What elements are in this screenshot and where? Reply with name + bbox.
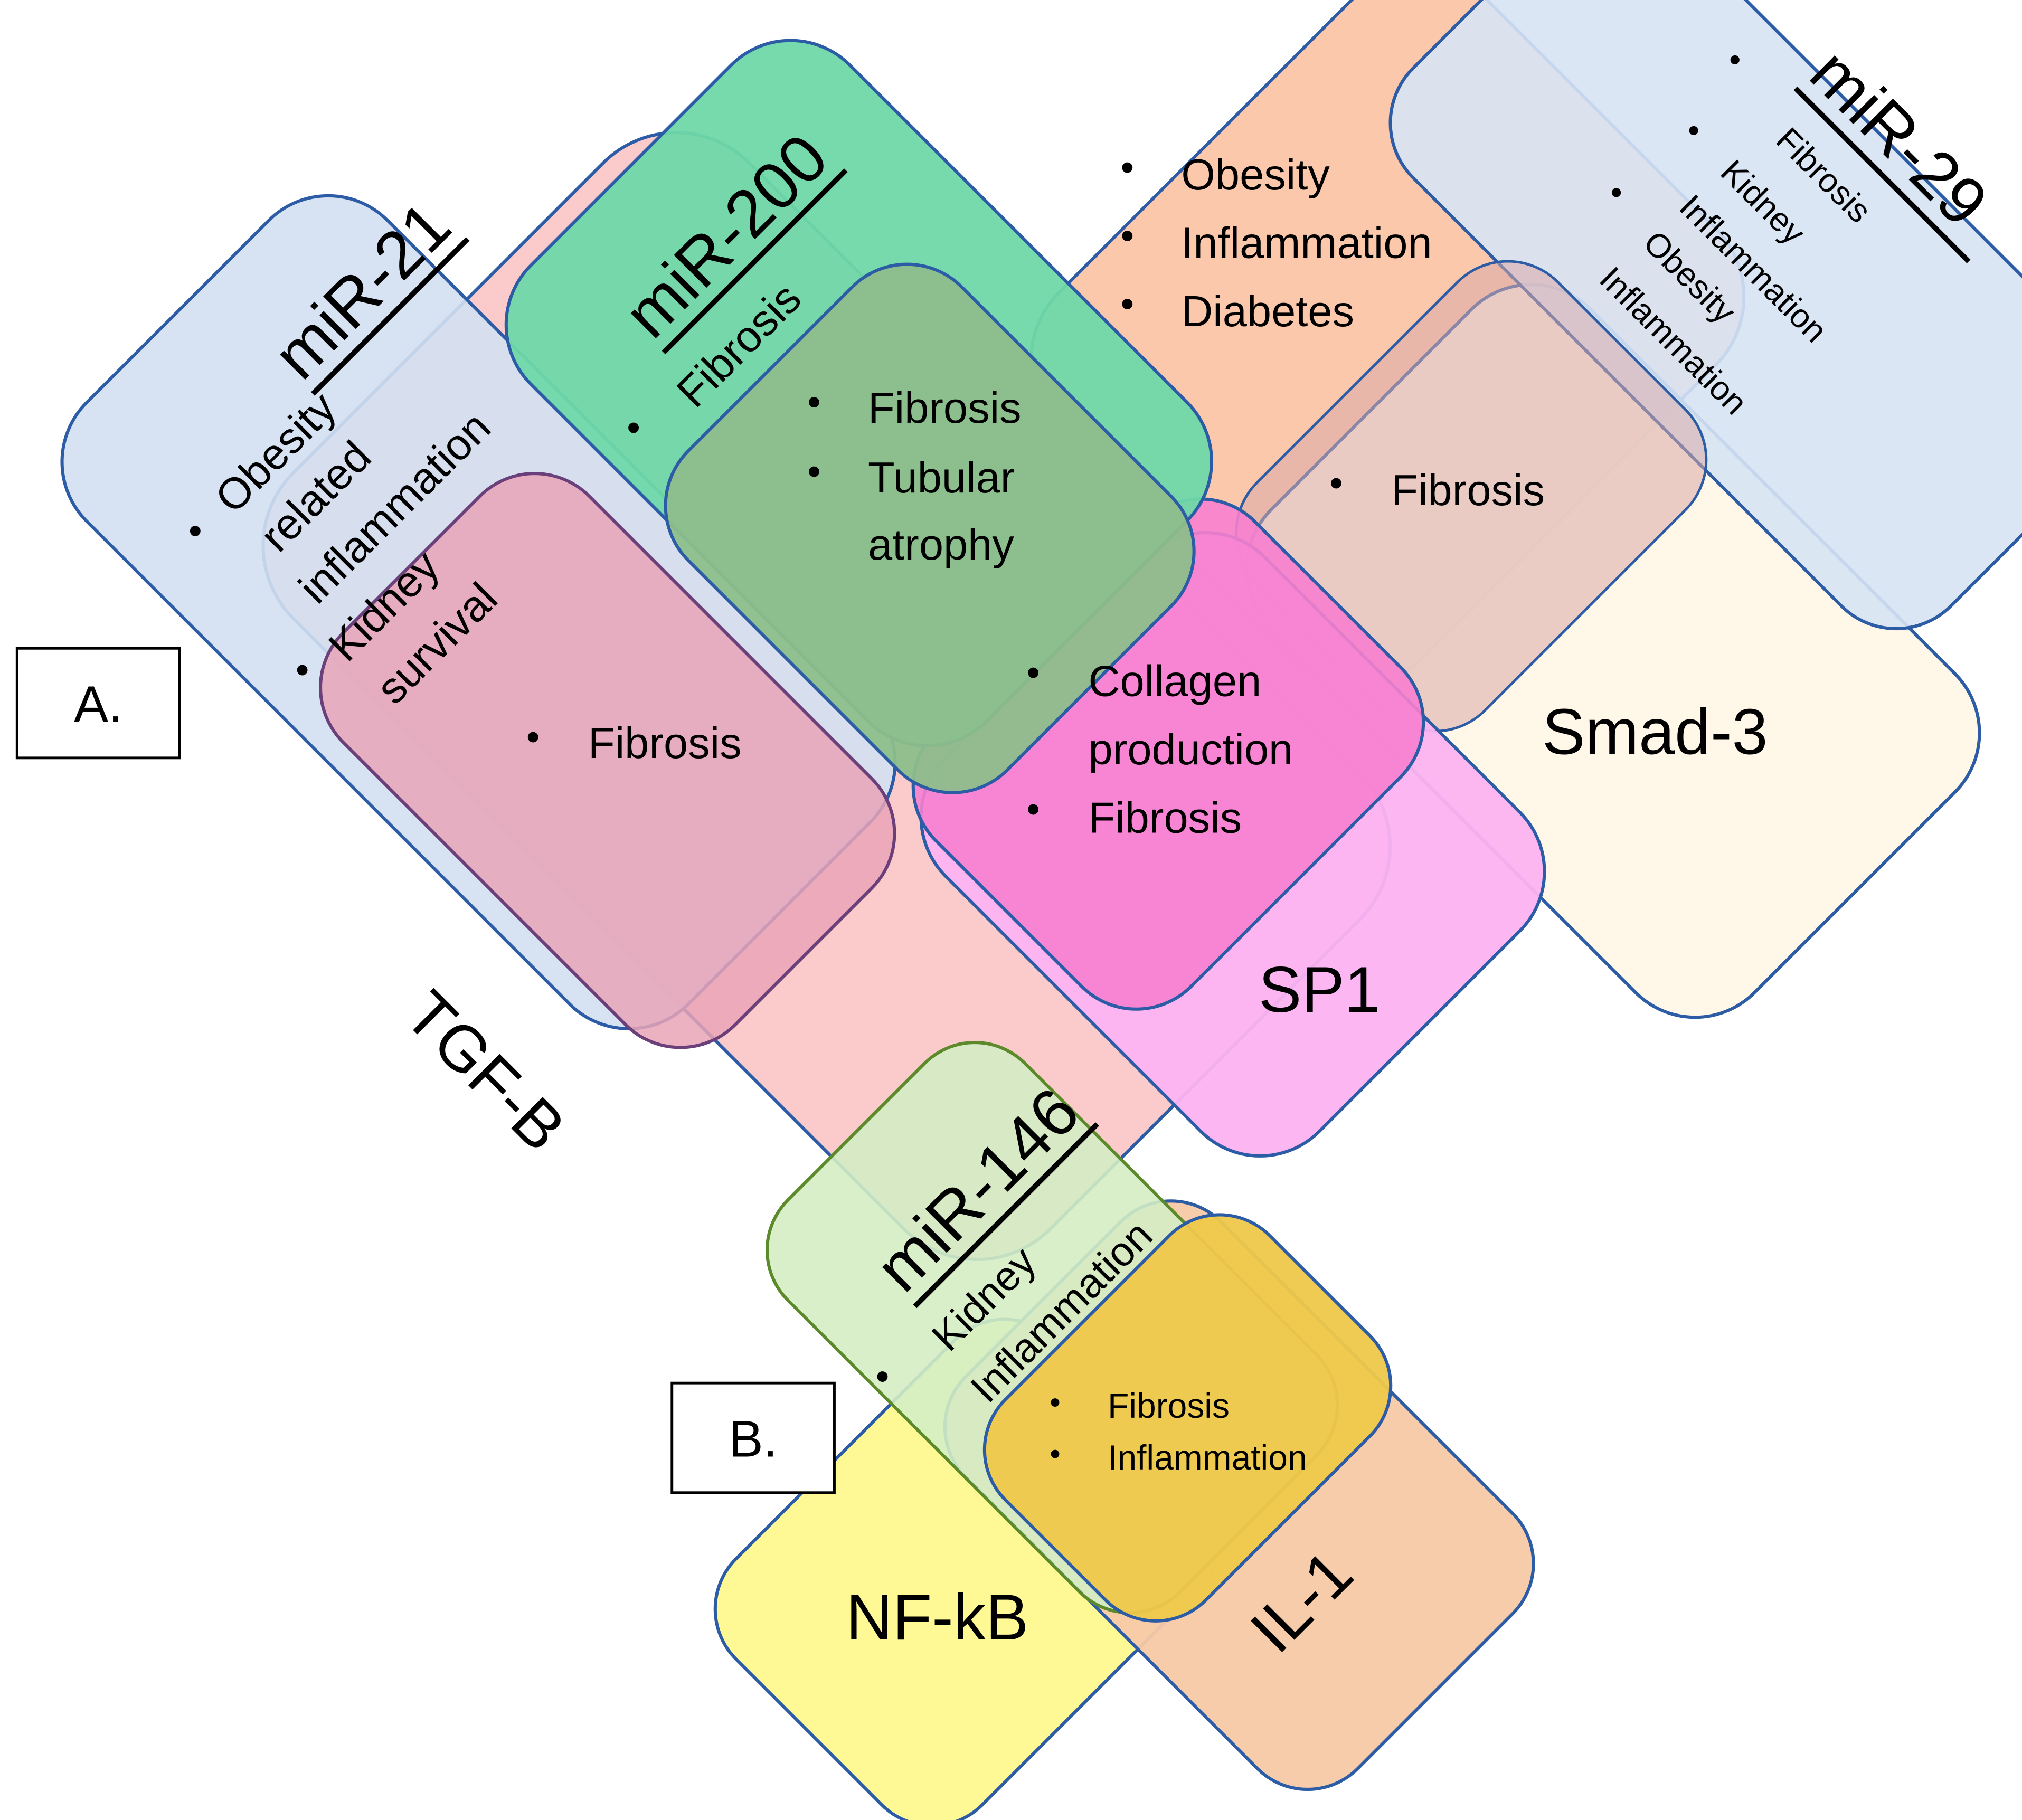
mir29-title-underline <box>1793 86 1971 263</box>
panel-label-b: B. <box>670 1381 836 1494</box>
box-shape <box>982 1213 1393 1623</box>
bullet: • <box>1050 1437 1061 1471</box>
panel-b-overlap-text: • Fibrosis • Inflammation <box>1050 1385 1307 1476</box>
sp1-overlap-text: • Collagen production • Fibrosis <box>1026 651 1293 842</box>
bullet: • <box>1688 112 1699 149</box>
panelb-item-inflammation: Inflammation <box>1108 1438 1307 1477</box>
bullet: • <box>807 380 821 423</box>
mir146-title-underline <box>913 1122 1099 1309</box>
nfkb-label: NF-kB <box>846 1581 1028 1653</box>
bullet: • <box>1121 282 1135 326</box>
box-shape <box>670 1381 836 1494</box>
overlap-item-fibrosis: Fibrosis <box>868 383 1022 432</box>
top-item-inflammation: Inflammation <box>1181 218 1432 267</box>
overlap-item-fibrosis-2: Fibrosis <box>588 718 742 767</box>
sp1-label: SP1 <box>1259 953 1381 1026</box>
bullet: • <box>807 450 821 493</box>
diagram-text: A. <box>74 675 122 733</box>
overlap-item-atrophy: atrophy <box>868 520 1014 569</box>
bullet: • <box>1729 41 1741 78</box>
top-item-diabetes: Diabetes <box>1181 287 1354 336</box>
box-shape <box>15 647 181 760</box>
mir200-tgfb-overlap-text: • Fibrosis • Tubular atrophy <box>807 380 1021 568</box>
bullet: • <box>296 648 309 691</box>
tgfb-label: TGF-B <box>392 977 580 1165</box>
mir21-tgfb-overlap <box>318 472 896 1049</box>
box-shape <box>664 262 1196 794</box>
center-item-fibrosis: Fibrosis <box>1391 466 1545 515</box>
top-box-text: • Obesity • Inflammation • Diabetes <box>1121 146 1432 336</box>
bullet: • <box>1121 214 1135 257</box>
sp1-item-fibrosis: Fibrosis <box>1089 793 1242 842</box>
top-item-obesity: Obesity <box>1181 150 1330 199</box>
mir21-title-underline <box>311 237 470 396</box>
mir21-tgfb-overlap-text: • Fibrosis <box>526 715 742 767</box>
smad3-label: Smad-3 <box>1542 696 1768 768</box>
box-shape <box>318 472 896 1049</box>
panel-label-a: A. <box>15 647 181 760</box>
bullet: • <box>1121 146 1135 189</box>
bullet: • <box>1026 651 1040 694</box>
bullet: • <box>188 509 202 552</box>
bullet: • <box>1026 788 1040 831</box>
bullet: • <box>1050 1385 1061 1419</box>
overlap-item-tubular: Tubular <box>868 453 1015 502</box>
bullet: • <box>526 715 540 759</box>
sp1-item-collagen: Collagen <box>1089 657 1262 706</box>
diagram-text: B. <box>729 1410 777 1467</box>
tgfb-label-group: TGF-B <box>392 977 580 1165</box>
panel-b-overlap <box>982 1213 1393 1623</box>
bullet: • <box>876 1354 890 1398</box>
panelb-item-fibrosis: Fibrosis <box>1108 1386 1230 1425</box>
bullet: • <box>627 406 640 449</box>
mir200-tgfb-overlap <box>664 262 1196 794</box>
bullet: • <box>1329 461 1343 505</box>
mir200-title-underline <box>662 168 848 355</box>
sp1-item-production: production <box>1089 725 1293 774</box>
center-overlap-text: • Fibrosis <box>1329 461 1545 515</box>
bullet: • <box>1610 174 1622 211</box>
